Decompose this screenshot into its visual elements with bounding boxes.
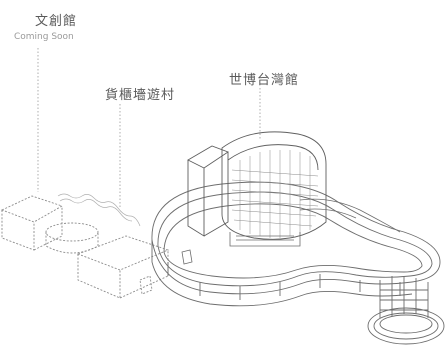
wenchuang-blocks xyxy=(0,195,170,299)
label-container-village: 貨櫃墻遊村 xyxy=(105,88,176,103)
base-steps xyxy=(181,198,401,265)
taiwan-pavilion-tower xyxy=(187,131,327,240)
circular-plaza xyxy=(367,276,445,345)
faint-sign-marks xyxy=(57,193,141,227)
label-world-expo-taiwan: 世博台灣館 xyxy=(229,73,300,88)
label-coming-soon: Coming Soon xyxy=(14,32,74,42)
ring-base xyxy=(151,181,441,307)
glass-facade-grid xyxy=(231,150,319,238)
label-wenchuang: 文創館 xyxy=(35,14,78,29)
